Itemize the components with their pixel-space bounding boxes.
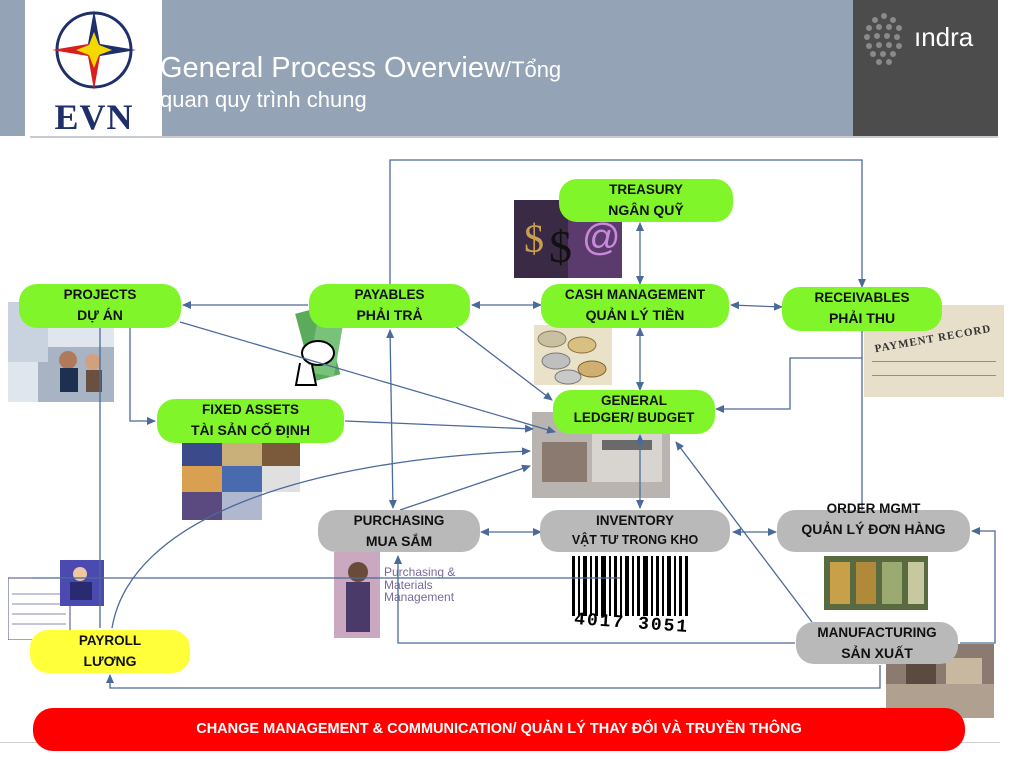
node-purchasing-vi: MUA SẮM bbox=[365, 532, 433, 549]
node-fixed-assets-vi: TÀI SẢN CỐ ĐỊNH bbox=[191, 421, 310, 438]
node-purchasing-en: PURCHASING bbox=[353, 513, 445, 528]
node-cash-management-vi: QUẢN LÝ TIỀN bbox=[585, 306, 685, 323]
node-payroll[interactable]: PAYROLL LƯƠNG bbox=[30, 630, 190, 673]
evn-logo: EVN bbox=[25, 0, 162, 137]
node-projects-vi: DỰ ÁN bbox=[77, 306, 123, 323]
indra-logo: ındra bbox=[853, 0, 998, 136]
indra-logo-text: ındra bbox=[914, 22, 974, 52]
node-purchasing[interactable]: PURCHASING MUA SẮM bbox=[318, 510, 480, 552]
node-fixed-assets-en: FIXED ASSETS bbox=[201, 402, 300, 417]
node-payables-en: PAYABLES bbox=[354, 287, 425, 302]
warehouse-image bbox=[824, 556, 928, 610]
node-treasury-en: TREASURY bbox=[609, 182, 683, 197]
node-inventory[interactable]: INVENTORY VẬT TƯ TRONG KHO bbox=[540, 510, 730, 552]
change-management-banner: CHANGE MANAGEMENT & COMMUNICATION/ QUẢN … bbox=[33, 708, 965, 751]
node-general-ledger[interactable]: GENERAL LEDGER/ BUDGET bbox=[553, 390, 715, 434]
purchasing-person-icon bbox=[334, 552, 380, 638]
node-treasury[interactable]: TREASURY NGÂN QUỸ bbox=[559, 179, 733, 222]
svg-text:$: $ bbox=[524, 216, 544, 261]
title-vi-part-1: /Tổng bbox=[504, 57, 562, 82]
node-manufacturing-en: MANUFACTURING bbox=[817, 625, 937, 640]
title-main: General Process Overview bbox=[160, 52, 505, 84]
node-receivables-vi: PHẢI THU bbox=[828, 309, 896, 326]
node-receivables[interactable]: RECEIVABLES PHẢI THU bbox=[782, 287, 942, 331]
node-inventory-en: INVENTORY bbox=[595, 513, 674, 528]
svg-text:@: @ bbox=[582, 217, 621, 259]
node-order-mgmt-en: ORDER MGMT bbox=[826, 501, 921, 516]
node-general-ledger-line-2: LEDGER/ BUDGET bbox=[573, 409, 695, 425]
node-fixed-assets[interactable]: FIXED ASSETS TÀI SẢN CỐ ĐỊNH bbox=[157, 399, 344, 443]
evn-star-icon bbox=[52, 10, 136, 90]
node-manufacturing-vi: SẢN XUẤT bbox=[841, 644, 913, 661]
node-inventory-vi: VẬT TƯ TRONG KHO bbox=[571, 532, 699, 547]
node-payables-vi: PHẢI TRẢ bbox=[356, 306, 423, 323]
node-order-mgmt[interactable]: ORDER MGMT QUẢN LÝ ĐƠN HÀNG bbox=[777, 501, 970, 552]
node-projects-en: PROJECTS bbox=[63, 287, 137, 302]
coins-image bbox=[534, 325, 612, 385]
page-title: General Process Overview/Tổng quan quy t… bbox=[160, 54, 561, 111]
indra-dot-globe-icon bbox=[864, 13, 902, 65]
node-general-ledger-line-1: GENERAL bbox=[600, 393, 667, 408]
purchasing-materials-image: Purchasing & Materials Management bbox=[334, 552, 468, 638]
barcode-image: 4017 3051 bbox=[570, 556, 690, 638]
header-divider bbox=[30, 136, 998, 138]
fixed-assets-collage-image bbox=[182, 440, 300, 520]
node-projects[interactable]: PROJECTS DỰ ÁN bbox=[19, 284, 181, 328]
node-receivables-en: RECEIVABLES bbox=[814, 290, 910, 305]
node-payroll-en: PAYROLL bbox=[78, 633, 142, 648]
title-vi-part-2: quan quy trình chung bbox=[160, 87, 367, 112]
node-cash-management[interactable]: CASH MANAGEMENT QUẢN LÝ TIỀN bbox=[541, 284, 729, 328]
node-payroll-vi: LƯƠNG bbox=[83, 652, 137, 669]
node-order-mgmt-vi: QUẢN LÝ ĐƠN HÀNG bbox=[801, 520, 946, 537]
barcode-icon bbox=[572, 556, 688, 616]
node-cash-management-en: CASH MANAGEMENT bbox=[564, 287, 706, 302]
node-treasury-vi: NGÂN QUỸ bbox=[608, 201, 684, 218]
node-payables[interactable]: PAYABLES PHẢI TRẢ bbox=[309, 284, 470, 328]
node-manufacturing[interactable]: MANUFACTURING SẢN XUẤT bbox=[796, 622, 958, 664]
evn-logo-text: EVN bbox=[54, 97, 134, 137]
svg-text:$: $ bbox=[549, 221, 572, 272]
payroll-clipart-image bbox=[8, 560, 104, 640]
purchasing-materials-label: Purchasing & Materials Management bbox=[384, 565, 456, 605]
